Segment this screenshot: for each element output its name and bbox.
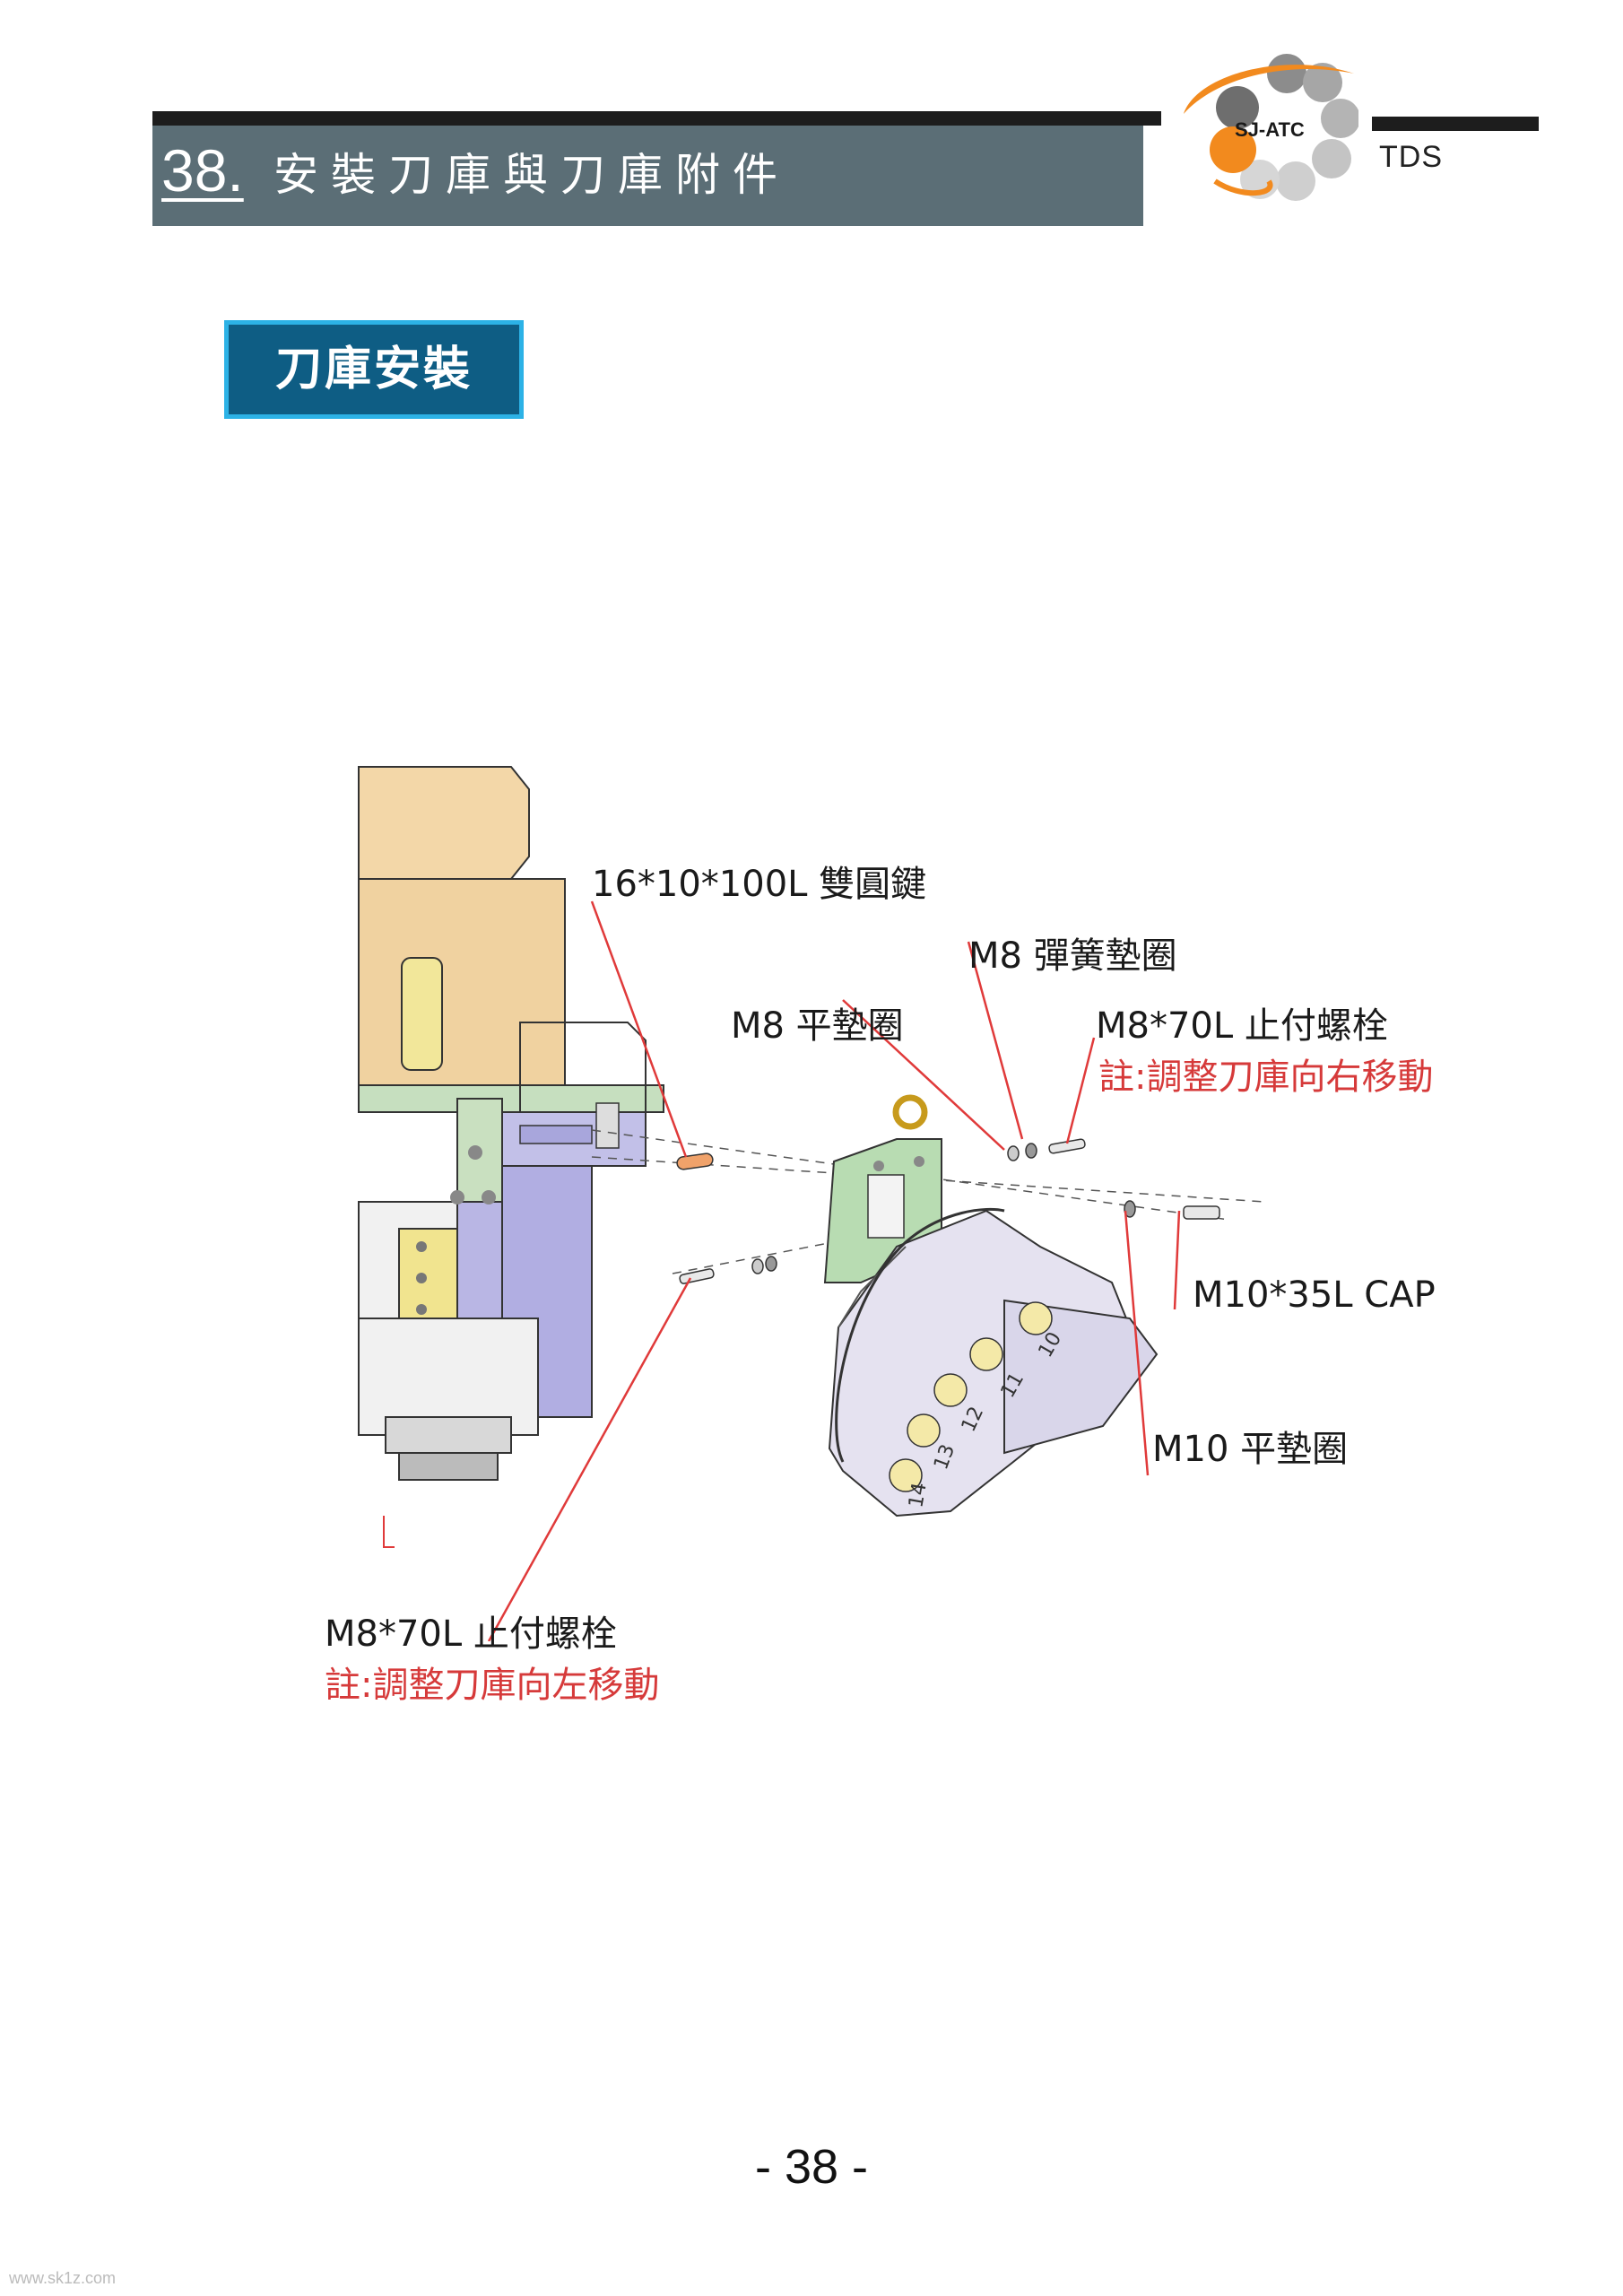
label-m10-flat-washer: M10 平墊圈 [1152,1429,1349,1470]
watermark: www.sk1z.com [9,2269,117,2287]
note-adjust-left: 註:調整刀庫向左移動 [325,1665,660,1706]
label-m8-flat-washer: M8 平墊圈 [731,1005,904,1047]
page-title: 安裝刀庫與刀庫附件 [273,149,790,201]
sj-atc-logo: SJ-ATC [1184,54,1358,201]
leader-lines [487,900,1181,1641]
spindle-head [358,766,664,1548]
note-adjust-right: 註:調整刀庫向右移動 [1098,1057,1434,1098]
axis-lines [591,1129,1265,1274]
header-rule-left [152,111,1161,126]
label-m8-stop-bolt-left: M8*70L 止付螺栓 [325,1613,617,1655]
title-bar [152,126,1143,226]
label-double-round-key: 16*10*100L 雙圓鍵 [592,864,927,905]
header-rule-right [1372,117,1539,131]
section-badge: 刀庫安裝 [224,320,524,419]
logo-text: SJ-ATC [1235,118,1305,141]
label-m8-stop-bolt-right: M8*70L 止付螺栓 [1096,1005,1388,1047]
tool-magazine: 10 11 12 13 14 [828,1207,1159,1518]
pocket-number: 14 [905,1481,931,1509]
label-m8-spring-washer: M8 彈簧墊圈 [968,935,1177,977]
section-number: 38. [161,137,244,204]
page-number: - 38 - [754,2140,869,2194]
label-m10-cap-screw: M10*35L CAP [1193,1274,1436,1316]
double-round-key [676,1152,714,1170]
brand-tag: TDS [1379,140,1443,174]
assembly-drawing: 10 11 12 13 14 [358,766,1265,1641]
